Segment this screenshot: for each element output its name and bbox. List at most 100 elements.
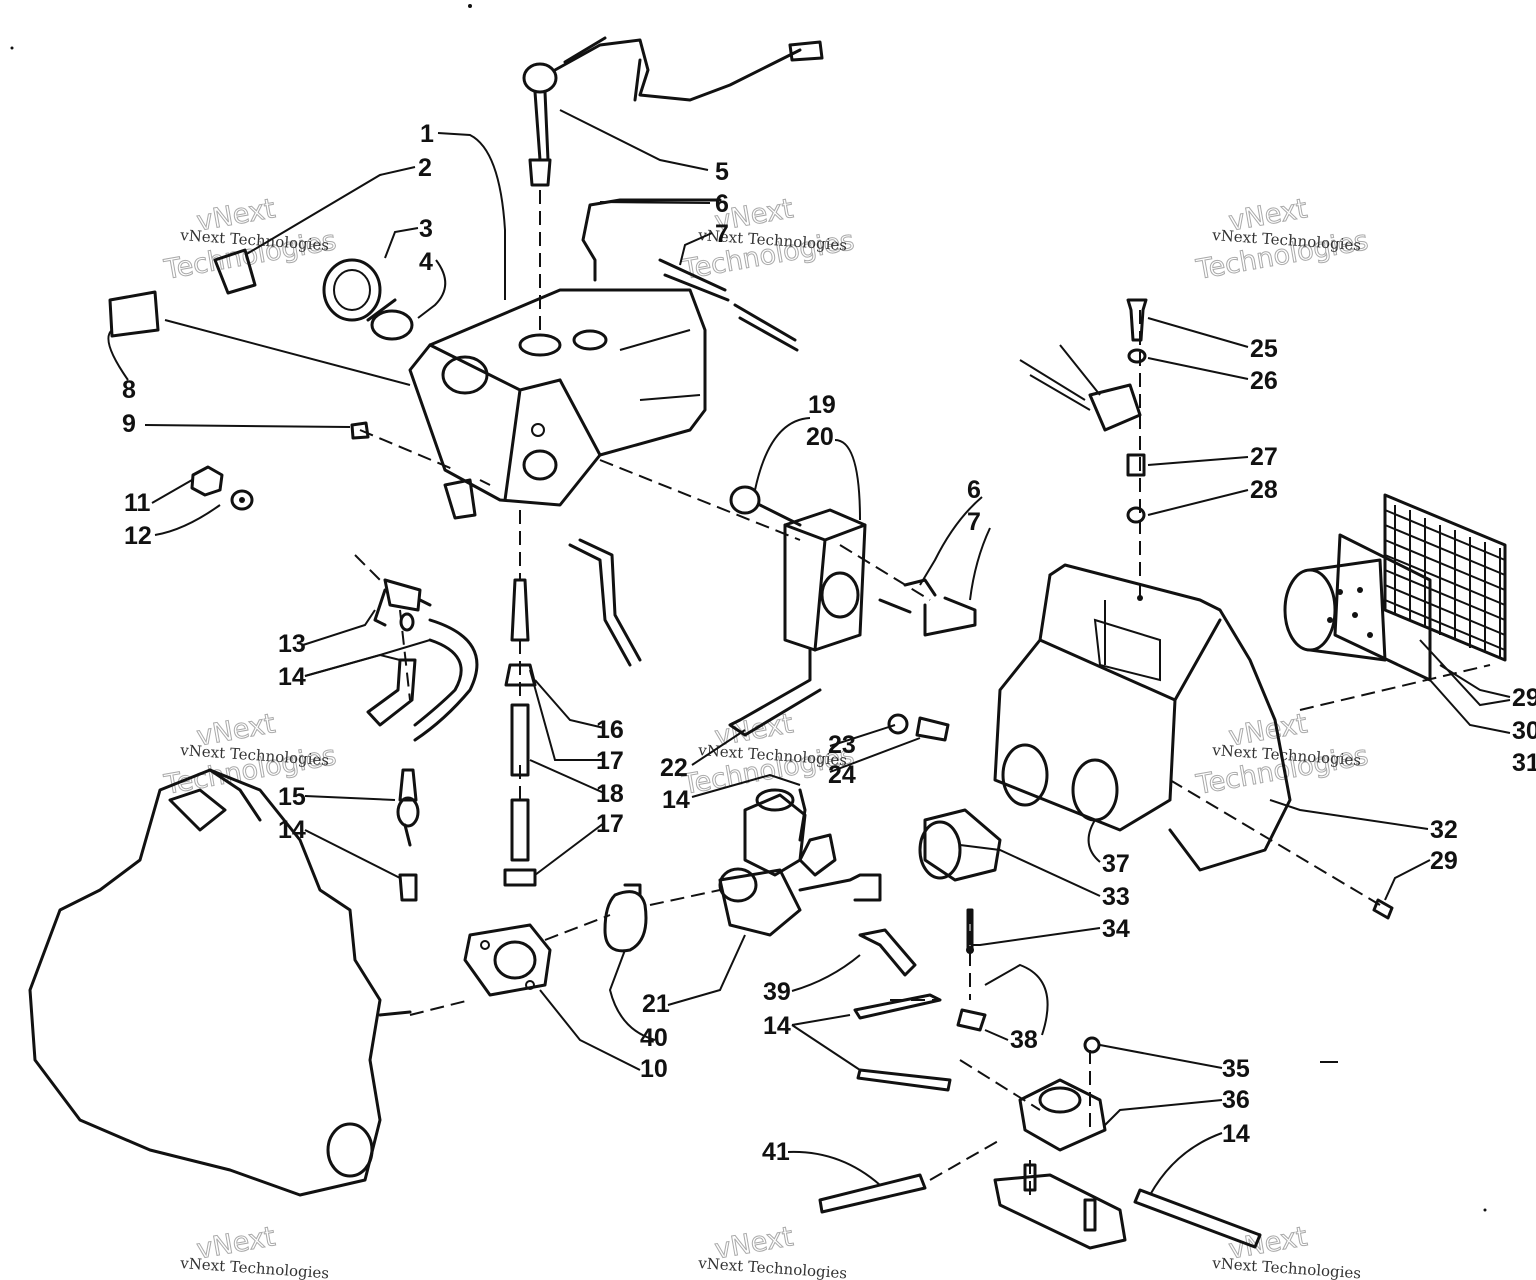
- callout-12: 12: [124, 522, 152, 550]
- callout-25: 25: [1250, 335, 1278, 363]
- callout-35: 35: [1222, 1055, 1250, 1083]
- callout-20: 20: [806, 423, 834, 451]
- callout-leaders: [107, 109, 1511, 1196]
- callout-14d: 14: [763, 1012, 791, 1040]
- watermark-text: vNext Technologies: [179, 1254, 330, 1280]
- fuel-line-lower: [818, 1173, 1262, 1249]
- scan-artifacts: [10, 4, 1487, 1212]
- watermark: vNext Technologies vNext Technologies: [679, 193, 857, 287]
- callout-33: 33: [1102, 883, 1130, 911]
- fuel-pump: [1018, 1036, 1107, 1152]
- check-valve-hose: [878, 578, 977, 637]
- callout-17: 17: [596, 747, 624, 775]
- watermark: vNext vNext Technologies: [697, 1221, 848, 1280]
- callout-21: 21: [642, 990, 670, 1018]
- callout-37: 37: [1102, 850, 1130, 878]
- callout-11: 11: [124, 489, 151, 517]
- callout-14: 14: [278, 663, 306, 691]
- engine: [28, 768, 412, 1197]
- silencer-screen: [1283, 493, 1507, 682]
- spacer: [1126, 453, 1146, 477]
- oil-tank: [408, 288, 707, 520]
- nut: [190, 465, 224, 497]
- callout-5: 5: [715, 158, 729, 186]
- callout-3: 3: [419, 215, 433, 243]
- callout-32: 32: [1430, 816, 1458, 844]
- mounting-screw: [1372, 898, 1394, 920]
- callout-4: 4: [419, 248, 433, 276]
- callout-6b: 6: [967, 476, 981, 504]
- callout-10: 10: [640, 1055, 668, 1083]
- callout-1: 1: [420, 120, 434, 148]
- callout-13: 13: [278, 630, 306, 658]
- air-intake-adapter: [918, 808, 1002, 882]
- airbox: [993, 563, 1292, 872]
- fuel-hose-short: [366, 658, 417, 727]
- decal-label: [108, 290, 160, 338]
- callout-41: 41: [762, 1138, 790, 1166]
- callout-26: 26: [1250, 367, 1278, 395]
- oil-injection-pump-box: [728, 485, 867, 737]
- shutoff-valve: [373, 578, 432, 632]
- vent-hose: [581, 198, 799, 352]
- watermark-text: vNext Technologies: [697, 1254, 848, 1280]
- carburetor: [718, 788, 882, 937]
- callout-39: 39: [763, 978, 791, 1006]
- callout-14c: 14: [662, 786, 690, 814]
- watermark: vNext Technologies vNext Technologies: [161, 193, 339, 287]
- callout-36: 36: [1222, 1086, 1250, 1114]
- screw: [1126, 298, 1148, 342]
- callout-2: 2: [418, 154, 432, 182]
- bolt-washer: [887, 713, 950, 742]
- watermarks: vNext Technologies vNext Technologies vN…: [161, 193, 1371, 1280]
- callout-29: 29: [1512, 684, 1536, 712]
- fuel-hose-curved: [413, 618, 479, 742]
- callout-14b: 14: [278, 816, 306, 844]
- callout-19: 19: [808, 391, 836, 419]
- assembly-centerlines: [354, 190, 1491, 1200]
- watermark-text: vNext Technologies: [1211, 1254, 1362, 1280]
- callout-9: 9: [122, 410, 136, 438]
- callout-40: 40: [640, 1024, 668, 1052]
- cap-gasket: [370, 309, 414, 341]
- clamp: [603, 883, 648, 953]
- callout-8: 8: [122, 376, 136, 404]
- callout-34: 34: [1102, 915, 1130, 943]
- callout-24: 24: [828, 761, 856, 789]
- harness-connector: [1019, 344, 1142, 432]
- callout-23: 23: [828, 731, 856, 759]
- watermark: vNext Technologies vNext Technologies: [1193, 193, 1371, 287]
- hose-end: [398, 873, 418, 902]
- watermark: vNext vNext Technologies: [1211, 1221, 1362, 1280]
- filler-cap: [322, 258, 397, 322]
- callout-22: 22: [660, 754, 688, 782]
- fuel-fitting: [503, 578, 537, 887]
- mount-tab: [350, 421, 370, 440]
- callout-29b: 29: [1430, 847, 1458, 875]
- inline-filter: [396, 768, 420, 847]
- callout-38: 38: [1010, 1026, 1038, 1054]
- oil-level-sender: [522, 36, 824, 187]
- callout-27: 27: [1250, 443, 1278, 471]
- tee-fitting: [956, 908, 987, 1032]
- breather-tube: [568, 538, 642, 667]
- callout-30: 30: [1512, 717, 1536, 745]
- callout-14e: 14: [1222, 1120, 1250, 1148]
- pulse-line-hose: [853, 928, 952, 1092]
- callout-18: 18: [596, 780, 624, 808]
- grommet: [1126, 506, 1146, 524]
- washer-upper: [1127, 348, 1147, 364]
- watermark: vNext vNext Technologies: [179, 1221, 330, 1280]
- washer: [230, 489, 254, 511]
- callout-7: 7: [715, 220, 729, 248]
- callout-labels: 1 2 3 4 5 6 7 8 9 10 11 12 13 14 15 14 1…: [122, 120, 1536, 1166]
- callout-28: 28: [1250, 476, 1278, 504]
- callout-15: 15: [278, 783, 306, 811]
- intake-flange: [463, 923, 552, 997]
- callout-7b: 7: [967, 508, 981, 536]
- pump-mount-plate: [993, 1163, 1127, 1250]
- callout-16: 16: [596, 716, 624, 744]
- callout-17b: 17: [596, 810, 624, 838]
- callout-6: 6: [715, 190, 729, 218]
